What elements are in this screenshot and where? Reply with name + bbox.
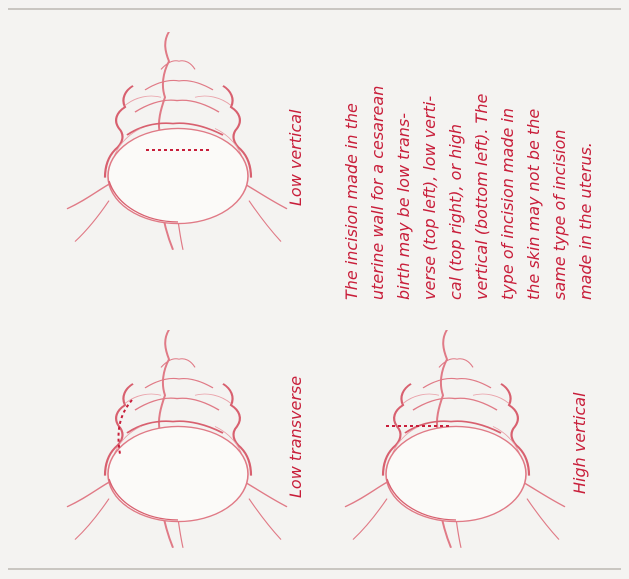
caption-line: same type of incision <box>550 129 569 300</box>
caption-line: birth may be low trans- <box>394 113 413 300</box>
label-high-vertical: High vertical <box>570 392 589 494</box>
caption-line: The incision made in the <box>342 103 361 300</box>
label-low-transverse: Low transverse <box>286 376 305 498</box>
caption-line: uterine wall for a cesarean <box>368 86 387 300</box>
low-vertical-illustration <box>40 32 316 258</box>
caption-line: type of incision made in <box>498 108 517 300</box>
low-transverse-illustration <box>40 330 316 556</box>
caption-line: verse (top left), low verti- <box>420 96 439 300</box>
label-low-vertical: Low vertical <box>286 109 305 206</box>
caption-line: vertical (bottom left). The <box>472 94 491 300</box>
caption-line: cal (top right), or high <box>446 124 465 300</box>
top-scan-edge <box>8 8 621 10</box>
bottom-scan-edge <box>8 568 621 570</box>
high-vertical-illustration <box>318 330 594 556</box>
caption-line: made in the uterus. <box>576 142 595 300</box>
caption-line: the skin may not be the <box>524 109 543 300</box>
